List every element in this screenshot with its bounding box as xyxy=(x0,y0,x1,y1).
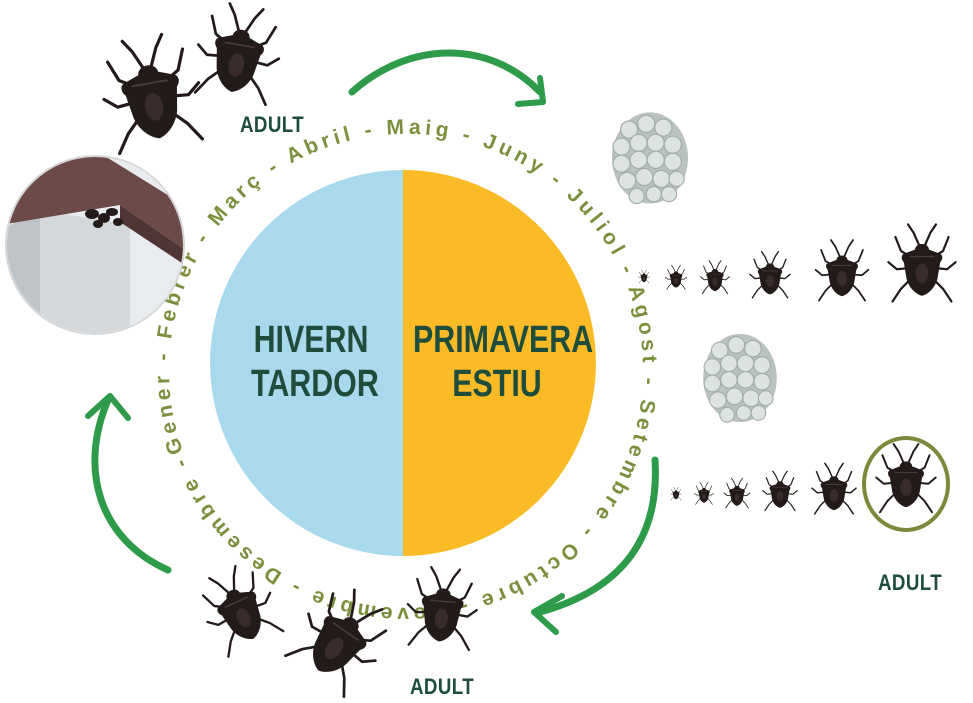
egg-cluster-icon xyxy=(612,112,688,203)
season-label-winter-autumn: HIVERN TARDOR xyxy=(251,318,371,406)
stink-bug-icon xyxy=(816,240,869,301)
circled-adult xyxy=(864,438,948,530)
season-line-winter: HIVERN xyxy=(251,318,371,362)
season-line-autumn: TARDOR xyxy=(251,362,371,406)
stink-bug-icon xyxy=(888,224,955,301)
stink-bug-icon xyxy=(670,487,682,500)
stink-bug-icon xyxy=(812,463,856,514)
stink-bug-icon xyxy=(281,576,401,699)
season-line-spring: PRIMAVERA xyxy=(413,318,581,362)
stink-bug-icon xyxy=(665,265,686,289)
nymph-row-upper xyxy=(638,224,955,301)
egg-cluster-icon xyxy=(703,334,777,422)
stink-bug-icon xyxy=(694,482,713,504)
stink-bug-icon xyxy=(190,0,287,106)
stink-bug-icon xyxy=(95,30,209,155)
stink-bug-icon xyxy=(724,478,750,508)
stink-bug-icon xyxy=(876,444,936,512)
adult-label-bottom: ADULT xyxy=(410,674,474,700)
stink-bug-icon xyxy=(701,261,730,294)
adult-label-right: ADULT xyxy=(878,570,942,596)
stink-bug-icon xyxy=(750,252,790,298)
season-label-spring-summer: PRIMAVERA ESTIU xyxy=(413,318,581,406)
adult-label-top: ADULT xyxy=(240,112,304,138)
nymph-row-lower xyxy=(670,463,856,514)
curved-arrow-icon xyxy=(534,460,655,632)
curved-arrow-icon xyxy=(352,53,543,104)
season-line-summer: ESTIU xyxy=(413,362,581,406)
curved-arrow-icon xyxy=(88,396,168,570)
stink-bug-icon xyxy=(763,471,798,511)
